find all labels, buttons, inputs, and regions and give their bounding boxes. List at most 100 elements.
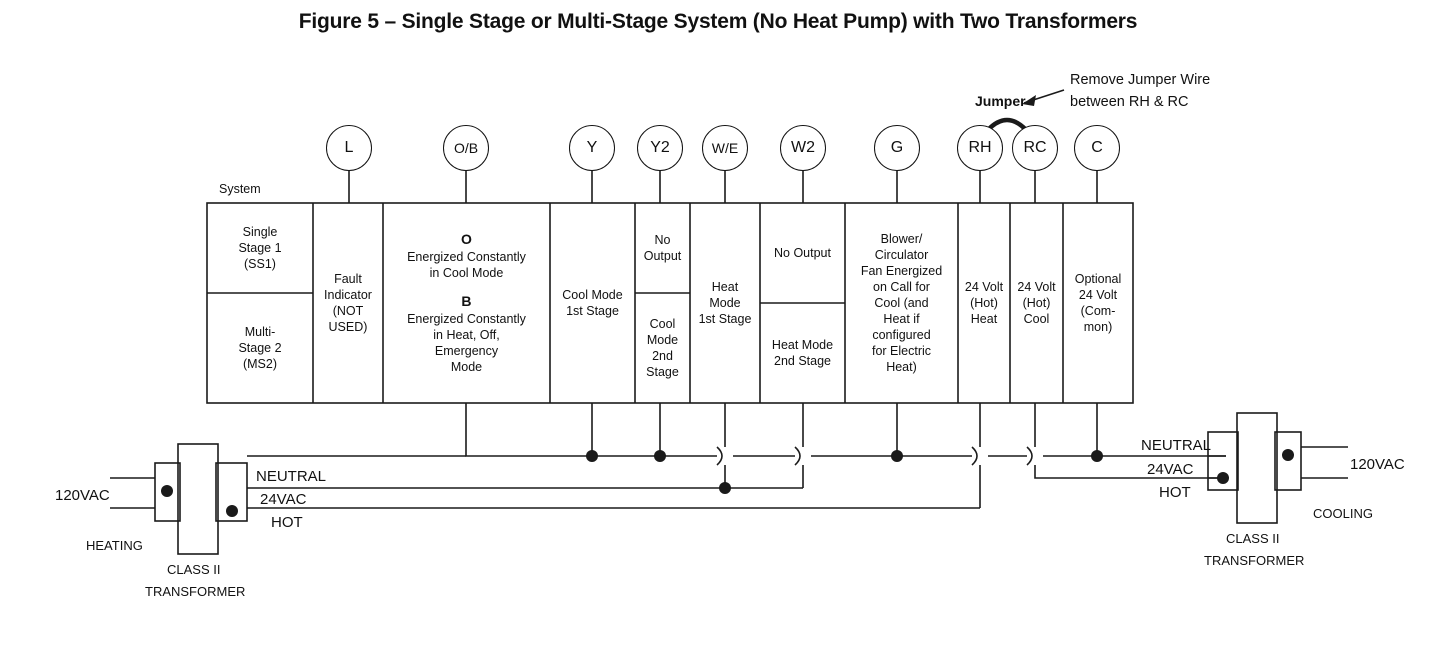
cell-Y2-top-l1: No — [654, 233, 671, 247]
remove-jumper-note-line1: Remove Jumper Wire — [1070, 72, 1211, 88]
cell-RH-24v-hot-heat: 24 Volt (Hot) Heat — [958, 203, 1010, 403]
cell-system-multi-stage: Multi- Stage 2 (MS2) — [207, 293, 313, 403]
junction-dot-y2 — [654, 450, 666, 462]
cooling-secondary-dot — [1217, 472, 1229, 484]
cell-RC-24v-hot-cool: 24 Volt (Hot) Cool — [1010, 203, 1063, 403]
annotation-arrow-head — [1022, 95, 1036, 106]
cooling-primary-dot — [1282, 449, 1294, 461]
cell-L-l1: Fault — [334, 272, 362, 286]
cell-L-l4: USED) — [328, 320, 368, 334]
jumper-label: Jumper — [975, 93, 1026, 109]
cooling-supply-voltage-label: 120VAC — [1350, 456, 1405, 473]
wire-hop-w2-over-bus — [794, 446, 801, 466]
cell-OB-description: O Energized Constantly in Cool Mode B En… — [383, 203, 550, 403]
cooling-hot-label: HOT — [1159, 484, 1191, 501]
cell-W2-no-output: No Output — [760, 203, 845, 303]
cell-G-l4: on Call for — [873, 280, 930, 294]
junction-dots — [161, 449, 1294, 517]
wire-hop-rc-over-bus — [1026, 446, 1033, 466]
cell-W2-bot-l1: Heat Mode — [771, 338, 834, 352]
cell-G-l9: Heat) — [886, 360, 917, 374]
heating-system-label: HEATING — [86, 538, 143, 553]
cell-G-blower: Blower/ Circulator Fan Energized on Call… — [845, 203, 958, 403]
wire-ob — [465, 403, 592, 457]
heating-transformer-class-line2: TRANSFORMER — [145, 584, 246, 599]
cell-system-ss-l3: (SS1) — [244, 257, 276, 271]
cell-W2-heat-2nd-stage: Heat Mode 2nd Stage — [760, 303, 845, 403]
cell-WE-l3: 1st Stage — [698, 312, 752, 326]
cooling-transformer-class-line1: CLASS II — [1226, 531, 1280, 546]
cooling-transformer-class-line2: TRANSFORMER — [1204, 553, 1305, 568]
cell-WE-l2: Mode — [709, 296, 741, 310]
cell-OB-o-l1: Energized Constantly — [407, 250, 526, 264]
heating-24vac-label: 24VAC — [260, 491, 307, 508]
heating-transformer-class-line1: CLASS II — [167, 562, 221, 577]
cell-L-fault-indicator: Fault Indicator (NOT USED) — [313, 203, 383, 403]
terminal-RC[interactable]: RC — [1012, 125, 1058, 171]
cell-OB-o-l2: in Cool Mode — [429, 266, 504, 280]
cell-system-ms-l2: Stage 2 — [238, 341, 282, 355]
cell-RC-l3: Cool — [1023, 312, 1050, 326]
terminal-WE[interactable]: W/E — [702, 125, 748, 171]
cooling-transformer-core — [1236, 412, 1278, 524]
terminal-label-W2: W2 — [791, 139, 815, 156]
cell-W2-bot-l2: 2nd Stage — [774, 354, 831, 368]
terminal-Y[interactable]: Y — [569, 125, 615, 171]
cell-WE-l1: Heat — [711, 280, 739, 294]
terminal-label-Y: Y — [586, 139, 598, 156]
cell-system-ms-l3: (MS2) — [242, 357, 278, 371]
terminal-OB[interactable]: O/B — [443, 125, 489, 171]
cell-L-l3: (NOT — [332, 304, 364, 318]
cell-W2-top-l1: No Output — [774, 246, 831, 260]
cooling-system-label: COOLING — [1313, 506, 1373, 521]
heating-transformer-core — [177, 443, 219, 555]
terminal-label-L: L — [344, 139, 354, 156]
heating-primary-dot — [161, 485, 173, 497]
cell-RC-l1: 24 Volt — [1017, 280, 1056, 294]
cell-RC-l2: (Hot) — [1022, 296, 1051, 310]
cell-Y2-bot-l2: Mode — [646, 333, 679, 347]
cell-G-l2: Circulator — [874, 248, 929, 262]
terminal-Y2[interactable]: Y2 — [637, 125, 683, 171]
cell-OB-b-l2: in Heat, Off, — [433, 327, 500, 342]
cooling-transformer-primary-coil — [1274, 431, 1302, 491]
cell-OB-b-l1: Energized Constantly — [407, 311, 526, 326]
cell-G-l3: Fan Energized — [860, 264, 943, 278]
cell-Y2-bot-l4: Stage — [646, 365, 679, 379]
cell-G-l7: configured — [872, 328, 931, 342]
cell-Y2-bot-l1: Cool — [649, 317, 676, 331]
heating-transformer-secondary-coil — [215, 462, 248, 522]
terminal-G[interactable]: G — [874, 125, 920, 171]
cell-Y2-bot-l3: 2nd — [652, 349, 673, 363]
remove-jumper-note-line2: between RH & RC — [1070, 94, 1189, 110]
cell-OB-b-l4: Mode — [450, 359, 483, 374]
terminal-label-Y2: Y2 — [650, 139, 670, 156]
terminal-label-RC: RC — [1023, 139, 1047, 156]
cell-G-l5: Cool (and — [874, 296, 929, 310]
terminal-C[interactable]: C — [1074, 125, 1120, 171]
cell-C-optional-common: Optional 24 Volt (Com- mon) — [1063, 203, 1133, 403]
terminal-label-OB: O/B — [453, 140, 479, 156]
cell-G-l8: for Electric — [871, 344, 932, 358]
junction-dot-y — [586, 450, 598, 462]
cell-OB-o-letter: O — [461, 231, 472, 248]
junction-dot-we — [719, 482, 731, 494]
heating-neutral-label: NEUTRAL — [256, 468, 327, 485]
cell-system-ss-l1: Single — [242, 225, 278, 239]
cell-RH-l1: 24 Volt — [964, 280, 1004, 294]
terminal-RH[interactable]: RH — [957, 125, 1003, 171]
terminal-W2[interactable]: W2 — [780, 125, 826, 171]
heating-secondary-dot — [226, 505, 238, 517]
cell-C-l4: mon) — [1083, 320, 1113, 334]
cell-C-l2: 24 Volt — [1078, 288, 1118, 302]
cell-Y-l2: 1st Stage — [566, 304, 619, 318]
terminal-L[interactable]: L — [326, 125, 372, 171]
cell-system-ms-l1: Multi- — [244, 325, 276, 339]
terminal-label-G: G — [890, 139, 904, 156]
terminal-label-RH: RH — [968, 139, 992, 156]
heating-hot-label: HOT — [271, 514, 303, 531]
cell-Y2-top-l2: Output — [643, 249, 682, 263]
cell-C-l1: Optional — [1074, 272, 1122, 286]
terminal-table-outline — [206, 202, 1134, 404]
